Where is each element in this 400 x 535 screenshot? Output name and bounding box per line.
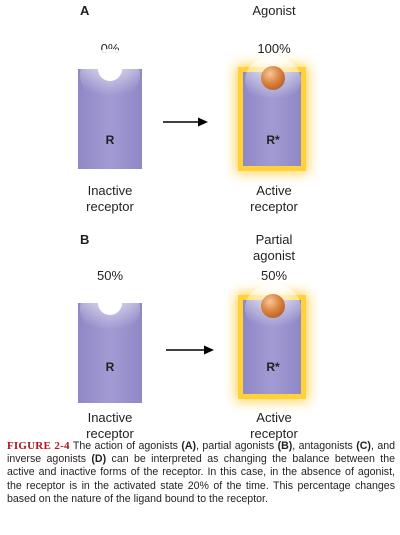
state-line-2: receptor	[86, 426, 134, 441]
partial-agonist-label: Partial agonist	[224, 232, 324, 264]
panel-a-active-state-label: Active receptor	[224, 183, 324, 215]
panel-b-active-receptor-label: R*	[266, 360, 280, 374]
caption-text-2: , partial agonists	[196, 440, 278, 452]
partial-agonist-label-line1: Partial	[255, 232, 293, 247]
caption-text-3: , antagonists	[292, 440, 357, 452]
receptor-diagram	[78, 49, 308, 403]
panel-b-letter: B	[80, 232, 90, 247]
panel-a-arrow	[163, 117, 208, 127]
panel-a-active-percent: 100%	[257, 41, 291, 56]
state-line-2: receptor	[86, 199, 134, 214]
panel-b-active-percent: 50%	[260, 268, 288, 283]
state-line-1: Active	[256, 183, 292, 198]
state-line-1: Inactive	[87, 183, 133, 198]
state-line-1: Active	[256, 410, 292, 425]
panel-a-agonist-ligand	[261, 66, 285, 90]
caption-text-4: , and inverse agonists	[7, 440, 395, 466]
caption-ref-c: (C)	[356, 440, 371, 452]
figure-label: FIGURE 2-4	[7, 440, 70, 452]
panel-b-arrow	[166, 345, 214, 355]
panel-b-inactive-receptor-label: R	[105, 360, 115, 374]
state-line-2: receptor	[250, 199, 298, 214]
caption-text-1: The action of agonists	[69, 440, 182, 452]
panel-b-inactive-state-label: Inactive receptor	[60, 410, 160, 442]
panel-b-active-state-label: Active receptor	[224, 410, 324, 442]
caption-text-5: can be interpreted as changing the balan…	[7, 453, 395, 505]
panel-b-partial-agonist-ligand	[261, 294, 285, 318]
panel-a-inactive-receptor	[78, 49, 142, 169]
state-line-1: Inactive	[87, 410, 133, 425]
panel-a-letter: A	[80, 3, 90, 18]
caption-ref-b: (B)	[277, 440, 293, 452]
partial-agonist-label-line2: agonist	[253, 248, 295, 263]
panel-a-active-receptor-label: R*	[266, 133, 280, 147]
caption-ref-d: (D)	[91, 453, 107, 466]
state-line-2: receptor	[250, 426, 298, 441]
panel-a-inactive-state-label: Inactive receptor	[60, 183, 160, 215]
panel-a-inactive-receptor-label: R	[105, 133, 115, 147]
agonist-label: Agonist	[252, 3, 296, 18]
caption-ref-a: (A)	[181, 440, 197, 452]
figure-caption: FIGURE 2-4 The action of agonists (A), p…	[7, 440, 395, 506]
panel-b-inactive-percent: 50%	[96, 268, 124, 283]
panel-b-inactive-receptor	[78, 283, 142, 403]
